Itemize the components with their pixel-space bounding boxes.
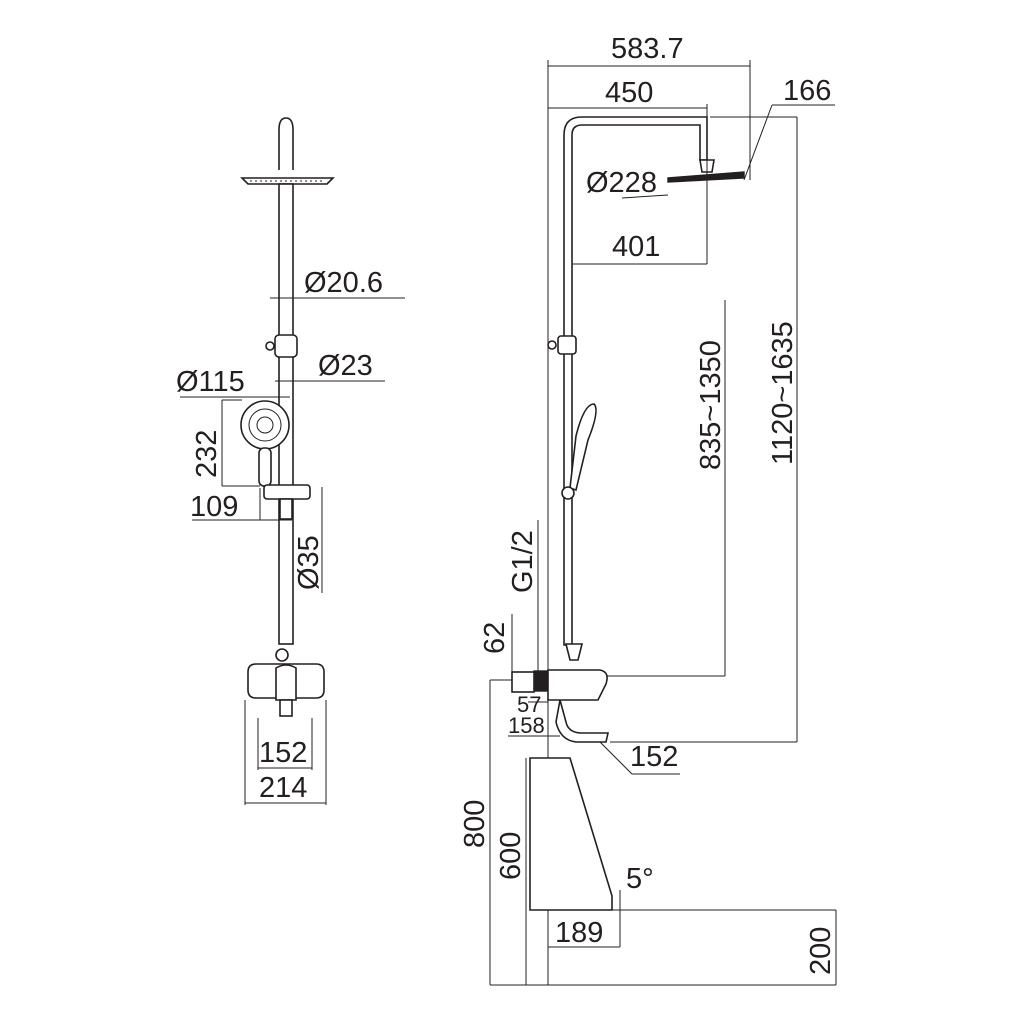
inlet-flange	[511, 671, 535, 693]
dim-inlet-height: 62	[479, 622, 511, 654]
dim-head-thickness: 166	[783, 75, 831, 107]
bathtub-side	[529, 757, 613, 911]
dim-mixer-inner-width: 152	[259, 737, 307, 769]
overhead-shower-side	[667, 171, 745, 183]
dim-height-range-total: 1120~1635	[767, 321, 799, 465]
upper-slider-knob	[265, 341, 275, 351]
front-view: Ø20.6 Ø23 Ø115 232 109 Ø35 152 214	[176, 117, 405, 805]
side-view: 583.7 450 166 Ø228 401 835~1350 1120~163…	[459, 33, 837, 986]
dim-tub-angle: 5°	[626, 863, 654, 895]
side-spout	[555, 699, 609, 743]
overhead-shower-head	[240, 177, 335, 185]
dim-holder-offset: 109	[190, 491, 238, 523]
dim-tub-height: 600	[495, 832, 527, 880]
dim-pipe-diameter: Ø20.6	[304, 267, 383, 299]
dim-holder-diameter: Ø35	[293, 535, 325, 590]
dim-thread: G1/2	[507, 530, 539, 593]
side-holder	[561, 486, 575, 500]
mixer-handle	[275, 664, 297, 701]
mixer-knob	[275, 648, 289, 662]
dim-total-width: 583.7	[611, 33, 684, 65]
mixer-outlet	[279, 699, 293, 717]
dim-floor-offset: 200	[805, 927, 837, 975]
dim-install-height: 800	[459, 800, 491, 848]
side-mixer-body	[547, 669, 608, 701]
riser-top-bend	[278, 117, 294, 170]
dim-arm-to-head-center: 401	[612, 231, 660, 263]
dim-hand-shower-diameter: Ø115	[176, 366, 245, 398]
dim-slider-diameter: Ø23	[318, 350, 373, 382]
dim-inlet-depth: 57	[517, 692, 541, 717]
side-hand-shower	[569, 403, 597, 492]
dim-tub-depth: 189	[555, 917, 603, 949]
holder-slider	[279, 498, 293, 520]
dim-mixer-body-depth: 158	[508, 713, 545, 738]
hand-shower-head	[240, 400, 290, 450]
wall-inlet	[533, 670, 549, 692]
hand-shower-handle	[258, 447, 272, 487]
side-mixer-knob	[564, 643, 584, 661]
dim-head-diameter: Ø228	[586, 167, 657, 199]
dim-height-range-mixer: 835~1350	[695, 340, 727, 470]
side-upper-slider-knob	[547, 340, 557, 350]
upper-slider	[274, 334, 298, 358]
hand-shower-holder	[263, 484, 311, 500]
dim-hand-shower-height: 232	[191, 430, 223, 478]
dim-arm-length: 450	[605, 77, 653, 109]
dim-spout-length: 152	[630, 741, 678, 773]
dim-mixer-outer-width: 214	[259, 772, 307, 804]
side-upper-slider	[557, 335, 577, 355]
